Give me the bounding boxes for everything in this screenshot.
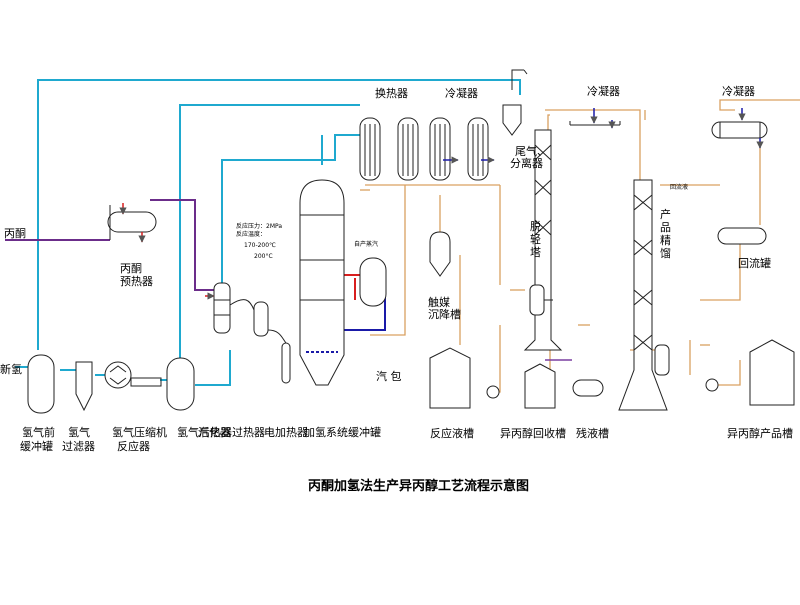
label-light-end-tower: 脱 轻 塔 [530,219,545,259]
label-condenser-2: 冷凝器 [587,84,620,98]
label-recovery-tank: 异丙醇回收槽 [500,426,566,440]
label-reaction-tank: 反应液槽 [430,426,474,440]
label-electric-heater: 电加热器 [264,426,308,439]
product-tower [618,179,670,411]
product-tank [705,339,795,406]
label-steam-drum: 汽 包 [376,369,402,383]
superheater [229,299,269,337]
vaporizer [205,282,231,334]
label-superheater: 过热器 [232,426,265,439]
h2-filter [75,361,93,412]
label-tail-gas-separator: 尾气、 分离器 [510,144,552,170]
annotation-pressure: 反应压力：2MPa [236,222,282,230]
diagram-title: 丙酮加氢法生产异丙醇工艺流程示意图 [308,478,529,494]
label-catalyst-settler: 触媒 沉降槽 [428,295,461,321]
hydrogen-input-label: 新氢 [0,362,22,376]
light-end-tower [523,129,563,351]
recovery-tank [524,363,556,409]
heat-exchanger-pair [359,117,419,181]
catalyst-settler [429,231,451,277]
annotation-temperature: 反应温度： [236,230,266,238]
residue-tank [572,379,604,397]
electric-heater [267,329,291,384]
acetone-input-label: 丙酮 [4,227,26,240]
condenser-3 [711,108,768,149]
condenser-2 [569,108,621,129]
acetone-preheater [107,203,157,243]
label-h2-buffer-pre: 氢气前 缓冲罐 [20,425,59,453]
reaction-tank [429,347,500,409]
label-condenser-1: 冷凝器 [445,86,478,100]
annotation-temp-range: 170-200℃ [244,242,276,249]
h2-system-buffer [166,357,195,411]
hydrogen-lines [15,79,521,386]
label-residue-tank: 残液槽 [576,426,609,440]
label-heat-exchanger: 换热器 [375,86,408,100]
label-reflux-drum: 回流罐 [738,256,771,270]
label-h2-system-buffer: 加氢系统缓冲罐 [304,425,381,439]
label-product-tower: 产 品 精 馏 [660,207,675,260]
h2-buffer-pre [27,354,55,414]
annotation-reflux-line: 回流液 [670,183,688,191]
label-vaporizer: 汽化器 [198,425,231,439]
acetone-lines [5,199,215,291]
annotation-temp-2: 200°C [254,253,273,260]
annotation-self-steam: 自产蒸汽 [354,240,378,248]
label-h2-heater: 氢气后热器 [177,425,232,439]
label-acetone-preheater: 丙酮 预热器 [120,262,153,288]
h2-compressor [104,361,162,389]
label-reactor: 反应器 [117,439,150,453]
label-h2-compressor: 氢气压缩机 [112,425,167,439]
reflux-drum [717,227,767,245]
label-product-tank: 异丙醇产品槽 [727,426,793,440]
label-h2-filter: 氢气 过滤器 [62,425,95,453]
condenser-pair [429,117,495,181]
steam-drum [359,257,387,307]
reactor [299,179,345,386]
tail-gas-separator [502,69,528,136]
label-condenser-3: 冷凝器 [722,84,755,98]
product-lines [360,99,800,393]
